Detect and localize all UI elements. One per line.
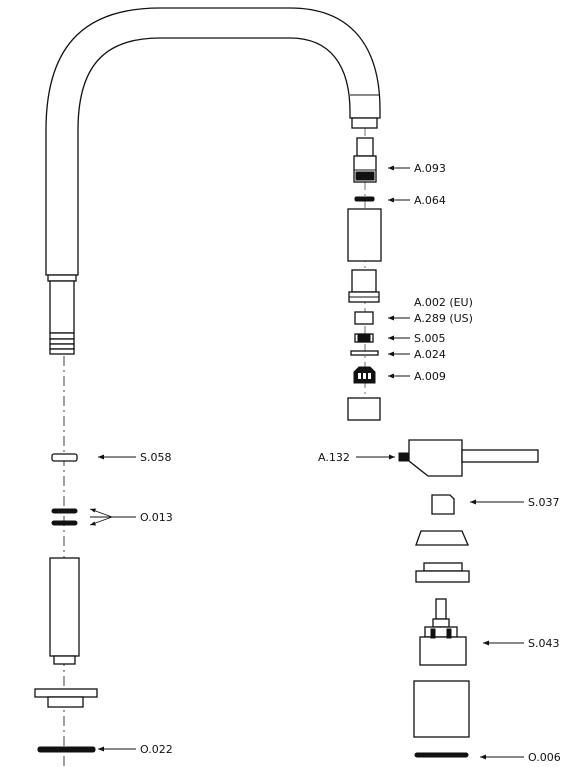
part-mounting-flange xyxy=(34,688,98,708)
part-o013-ring2 xyxy=(51,520,78,526)
part-s037 xyxy=(431,494,455,515)
label-s043: S.043 xyxy=(528,637,559,650)
part-a009 xyxy=(353,366,376,384)
part-bonnet xyxy=(415,562,470,583)
part-handle-a132 xyxy=(398,439,539,477)
label-s058: S.058 xyxy=(140,451,171,464)
part-dome-cover xyxy=(415,530,469,546)
spout-tube xyxy=(45,7,381,276)
label-o013: O.013 xyxy=(140,511,173,524)
part-o006 xyxy=(414,752,469,758)
label-a024: A.024 xyxy=(414,348,446,361)
part-s058 xyxy=(51,453,78,462)
spout-lower-sleeve xyxy=(47,274,77,355)
part-cap xyxy=(347,397,381,421)
label-s037: S.037 xyxy=(528,496,559,509)
label-o022: O.022 xyxy=(140,743,173,756)
label-a289: A.289 (US) xyxy=(414,312,473,325)
part-o013-ring1 xyxy=(51,508,78,514)
part-lower-tube xyxy=(49,557,80,665)
part-body xyxy=(413,680,470,738)
part-a093 xyxy=(353,137,377,183)
part-a024 xyxy=(350,350,379,356)
label-a093: A.093 xyxy=(414,162,446,175)
label-a132: A.132 xyxy=(318,451,350,464)
part-a064 xyxy=(354,196,375,202)
part-a002-a289 xyxy=(348,269,380,325)
part-cartridge-s043 xyxy=(419,598,467,666)
part-o022 xyxy=(37,746,96,753)
part-s005 xyxy=(354,333,374,343)
label-a064: A.064 xyxy=(414,194,446,207)
label-s005: S.005 xyxy=(414,332,445,345)
part-sleeve xyxy=(347,208,382,262)
label-a002: A.002 (EU) xyxy=(414,296,473,309)
leader-arrowheads xyxy=(90,165,489,760)
label-o006: O.006 xyxy=(528,751,561,764)
label-a009: A.009 xyxy=(414,370,446,383)
